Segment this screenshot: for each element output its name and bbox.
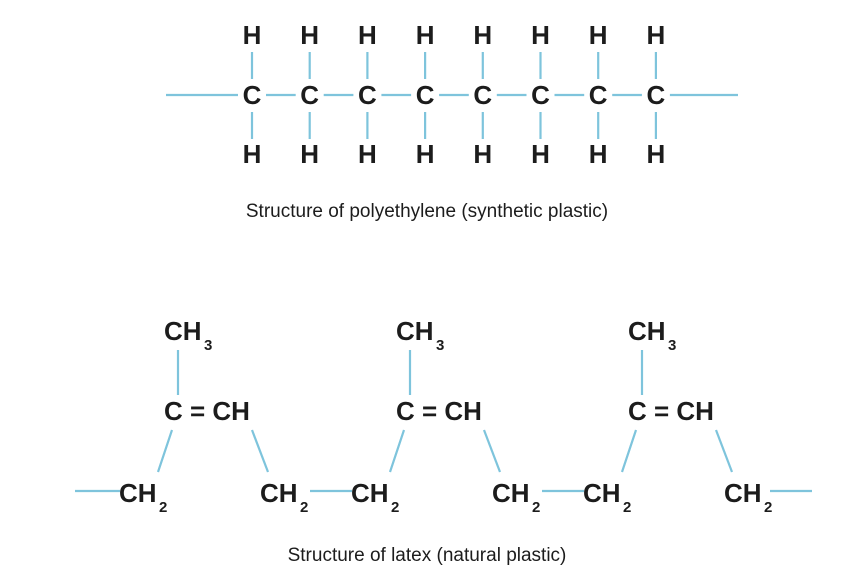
methylene-group-subscript: 2 (300, 499, 308, 516)
methylene-group-symbol: CH (260, 478, 298, 508)
latex-bonds (75, 350, 812, 493)
hydrogen-atom-bottom: H (358, 139, 377, 169)
methyl-group-subscript: 3 (436, 337, 444, 354)
methyl-group-symbol: CH (628, 316, 666, 346)
carbon-atom: C (358, 80, 377, 110)
hydrogen-atom-top: H (473, 20, 492, 50)
carbon-atom: C (647, 80, 666, 110)
methyl-group-subscript: 3 (668, 337, 676, 354)
hydrogen-atom-top: H (358, 20, 377, 50)
methylene-group-subscript: 2 (159, 499, 167, 516)
double-bond-group: C = CH (396, 396, 482, 426)
hydrogen-atom-top: H (589, 20, 608, 50)
carbon-atom: C (589, 80, 608, 110)
ch-ch2-bond (250, 429, 270, 473)
methylene-group-symbol: CH (724, 478, 762, 508)
carbon-atom: C (243, 80, 262, 110)
methyl-group-symbol: CH (164, 316, 202, 346)
methylene-group-symbol: CH (492, 478, 530, 508)
carbon-atom: C (300, 80, 319, 110)
hydrogen-atom-bottom: H (243, 139, 262, 169)
latex-caption: Structure of latex (natural plastic) (288, 545, 567, 566)
hydrogen-atom-top: H (416, 20, 435, 50)
methylene-group-subscript: 2 (764, 499, 772, 516)
ch-ch2-bond (482, 429, 502, 473)
carbon-atom: C (416, 80, 435, 110)
hydrogen-atom-bottom: H (647, 139, 666, 169)
methyl-group-symbol: CH (396, 316, 434, 346)
hydrogen-atom-top: H (647, 20, 666, 50)
c-ch2-bond (620, 429, 638, 473)
double-bond-group: C = CH (628, 396, 714, 426)
hydrogen-atom-bottom: H (589, 139, 608, 169)
hydrogen-atom-bottom: H (531, 139, 550, 169)
carbon-atom: C (473, 80, 492, 110)
hydrogen-atom-bottom: H (300, 139, 319, 169)
methylene-group-symbol: CH (351, 478, 389, 508)
polyethylene-caption: Structure of polyethylene (synthetic pla… (246, 201, 608, 222)
hydrogen-atom-top: H (531, 20, 550, 50)
hydrogen-atom-bottom: H (416, 139, 435, 169)
c-ch2-bond (156, 429, 174, 473)
c-ch2-bond (388, 429, 406, 473)
double-bond-group: C = CH (164, 396, 250, 426)
hydrogen-atom-top: H (243, 20, 262, 50)
methyl-group-subscript: 3 (204, 337, 212, 354)
methylene-group-symbol: CH (119, 478, 157, 508)
hydrogen-atom-top: H (300, 20, 319, 50)
methylene-group-symbol: CH (583, 478, 621, 508)
methylene-group-subscript: 2 (532, 499, 540, 516)
methylene-group-subscript: 2 (391, 499, 399, 516)
methylene-group-subscript: 2 (623, 499, 631, 516)
hydrogen-atom-bottom: H (473, 139, 492, 169)
carbon-atom: C (531, 80, 550, 110)
ch-ch2-bond (714, 429, 734, 473)
polyethylene-bonds (166, 52, 738, 139)
